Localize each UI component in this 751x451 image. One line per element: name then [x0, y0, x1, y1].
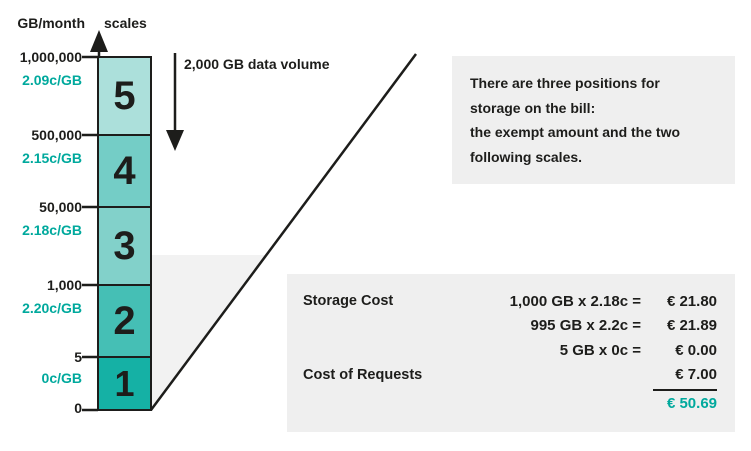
info-box-text: There are three positions for storage on… [470, 75, 681, 165]
rate-label-scale-4: 2.15c/GB [22, 150, 82, 166]
rate-label-scale-2: 2.20c/GB [22, 300, 82, 316]
calc-total-row: € 50.69 [303, 389, 717, 412]
segment-number-3: 3 [113, 223, 136, 268]
axis-scales-label: scales [104, 15, 147, 31]
calc-row-amount: € 0.00 [675, 341, 717, 359]
calc-row: 995 GB x 2.2c = € 21.89 [303, 314, 718, 339]
tick-label-50000: 50,000 [39, 199, 82, 215]
calc-row-amount: € 21.80 [666, 292, 717, 310]
axis-unit-label: GB/month [17, 15, 85, 31]
tick-label-1000: 1,000 [46, 277, 82, 293]
scale-bar-segment-4 [97, 134, 152, 208]
calc-row-expression: 5 GB x 0c = [559, 341, 641, 359]
calc-row-label: Cost of Requests [303, 366, 423, 383]
rate-label-scale-5: 2.09c/GB [22, 72, 82, 88]
data-volume-annotation: 2,000 GB data volume [184, 56, 330, 72]
calc-row: Storage Cost 1,000 GB x 2.18c = € 21.80 [303, 289, 717, 314]
calc-row-expression: 995 GB x 2.2c = [530, 317, 642, 335]
info-box: There are three positions for storage on… [452, 56, 735, 184]
down-arrow-icon [166, 53, 184, 151]
calc-row: 5 GB x 0c = € 0.00 [303, 338, 717, 363]
up-arrow-icon [90, 30, 108, 57]
calc-row-label: Storage Cost [303, 293, 394, 310]
tick-label-5: 5 [74, 349, 82, 365]
calc-total-amount: € 50.69 [653, 389, 717, 412]
scale-bar-segment-3 [97, 206, 152, 286]
scale-bar-segment-2 [97, 284, 152, 358]
segment-number-2: 2 [113, 298, 136, 343]
calc-row-expression: 1,000 GB x 2.18c = [509, 292, 641, 310]
scale-bar-segment-1 [97, 356, 152, 411]
calc-row-amount: € 21.89 [666, 317, 717, 335]
scale-bar-segment-5 [97, 56, 152, 136]
calc-row: Cost of Requests € 7.00 [303, 363, 717, 388]
segment-number-4: 4 [113, 148, 136, 193]
rate-label-scale-3: 2.18c/GB [22, 222, 82, 238]
calc-box: Storage Cost 1,000 GB x 2.18c = € 21.80 … [287, 274, 735, 432]
calc-row-amount: € 7.00 [675, 366, 717, 384]
tick-lines [82, 55, 98, 412]
tick-label-0: 0 [74, 400, 82, 416]
tick-label-1000000: 1,000,000 [19, 49, 82, 65]
segment-number-1: 1 [114, 362, 135, 404]
rate-label-scale-1: 0c/GB [41, 370, 82, 386]
tick-label-500000: 500,000 [31, 127, 82, 143]
diagonal-line [149, 53, 418, 411]
segment-number-5: 5 [113, 73, 136, 118]
